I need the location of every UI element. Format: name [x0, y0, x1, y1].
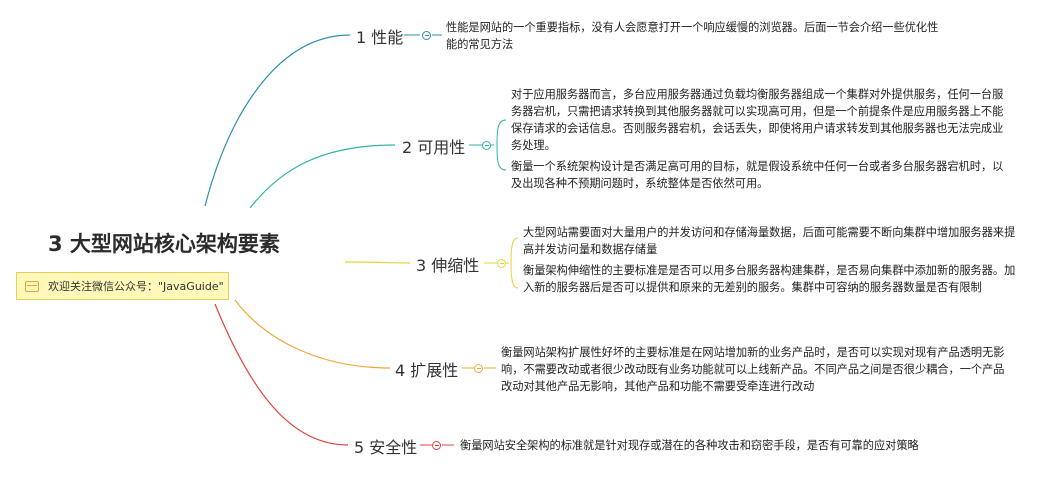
detail-text: 衡量架构伸缩性的主要标准是是否可以用多台服务器构建集群，是否易向集群中添加新的服…	[523, 264, 1016, 294]
detail-text: 衡量网站安全架构的标准就是针对现存或潜在的各种攻击和窃密手段，是否有可靠的应对策…	[460, 439, 919, 452]
minus-icon	[476, 368, 481, 370]
root-topic[interactable]: 3 大型网站核心架构要素	[48, 232, 280, 256]
collapse-toggle-icon[interactable]	[432, 441, 441, 450]
minus-icon	[484, 145, 489, 147]
connector-scalability	[344, 261, 411, 264]
collapse-toggle-icon[interactable]	[482, 141, 491, 150]
detail-availability: 对于应用服务器而言，多台应用服务器通过负载均衡服务器组成一个集群对外提供服务，任…	[511, 86, 1009, 192]
detail-extensibility: 衡量网站架构扩展性好坏的主要标准是在网站增加新的业务产品时，是否可以实现对现有产…	[501, 344, 1006, 395]
branch-performance[interactable]: 1 性能	[356, 28, 404, 47]
detail-performance: 性能是网站的一个重要指标，没有人会愿意打开一个响应缓慢的浏览器。后面一节会介绍一…	[446, 19, 946, 53]
minus-icon	[499, 263, 504, 265]
collapse-toggle-icon[interactable]	[497, 259, 506, 268]
minus-icon	[424, 35, 429, 37]
detail-text: 衡量网站架构扩展性好坏的主要标准是在网站增加新的业务产品时，是否可以实现对现有产…	[501, 346, 1005, 393]
connector-extensibility	[234, 299, 391, 369]
detail-text: 对于应用服务器而言，多台应用服务器通过负载均衡服务器组成一个集群对外提供服务，任…	[511, 88, 1004, 152]
detail-security: 衡量网站安全架构的标准就是针对现存或潜在的各种攻击和窃密手段，是否有可靠的应对策…	[460, 437, 1020, 454]
branch-extensibility[interactable]: 4 扩展性	[395, 361, 459, 380]
connector-security	[214, 303, 349, 446]
note-icon	[25, 280, 39, 292]
detail-text: 衡量一个系统架构设计是否满足高可用的目标，就是假设系统中任何一台或者多台服务器宕…	[511, 160, 1004, 190]
branch-security[interactable]: 5 安全性	[354, 438, 418, 457]
wechat-note: 欢迎关注微信公众号："JavaGuide"	[16, 272, 229, 300]
branch-availability[interactable]: 2 可用性	[402, 138, 466, 157]
connector-availability	[249, 144, 396, 209]
collapse-toggle-icon[interactable]: .c1:after{}	[422, 31, 431, 40]
connector-performance	[204, 34, 351, 207]
collapse-toggle-icon[interactable]	[474, 364, 483, 373]
minus-icon	[434, 445, 439, 447]
branch-scalability[interactable]: 3 伸缩性	[416, 256, 480, 275]
detail-text: 大型网站需要面对大量用户的并发访问和存储海量数据，后面可能需要不断向集群中增加服…	[523, 226, 1016, 256]
detail-scalability: 大型网站需要面对大量用户的并发访问和存储海量数据，后面可能需要不断向集群中增加服…	[523, 224, 1023, 296]
note-text: 欢迎关注微信公众号："JavaGuide"	[48, 280, 224, 293]
detail-text: 性能是网站的一个重要指标，没有人会愿意打开一个响应缓慢的浏览器。后面一节会介绍一…	[446, 21, 939, 51]
